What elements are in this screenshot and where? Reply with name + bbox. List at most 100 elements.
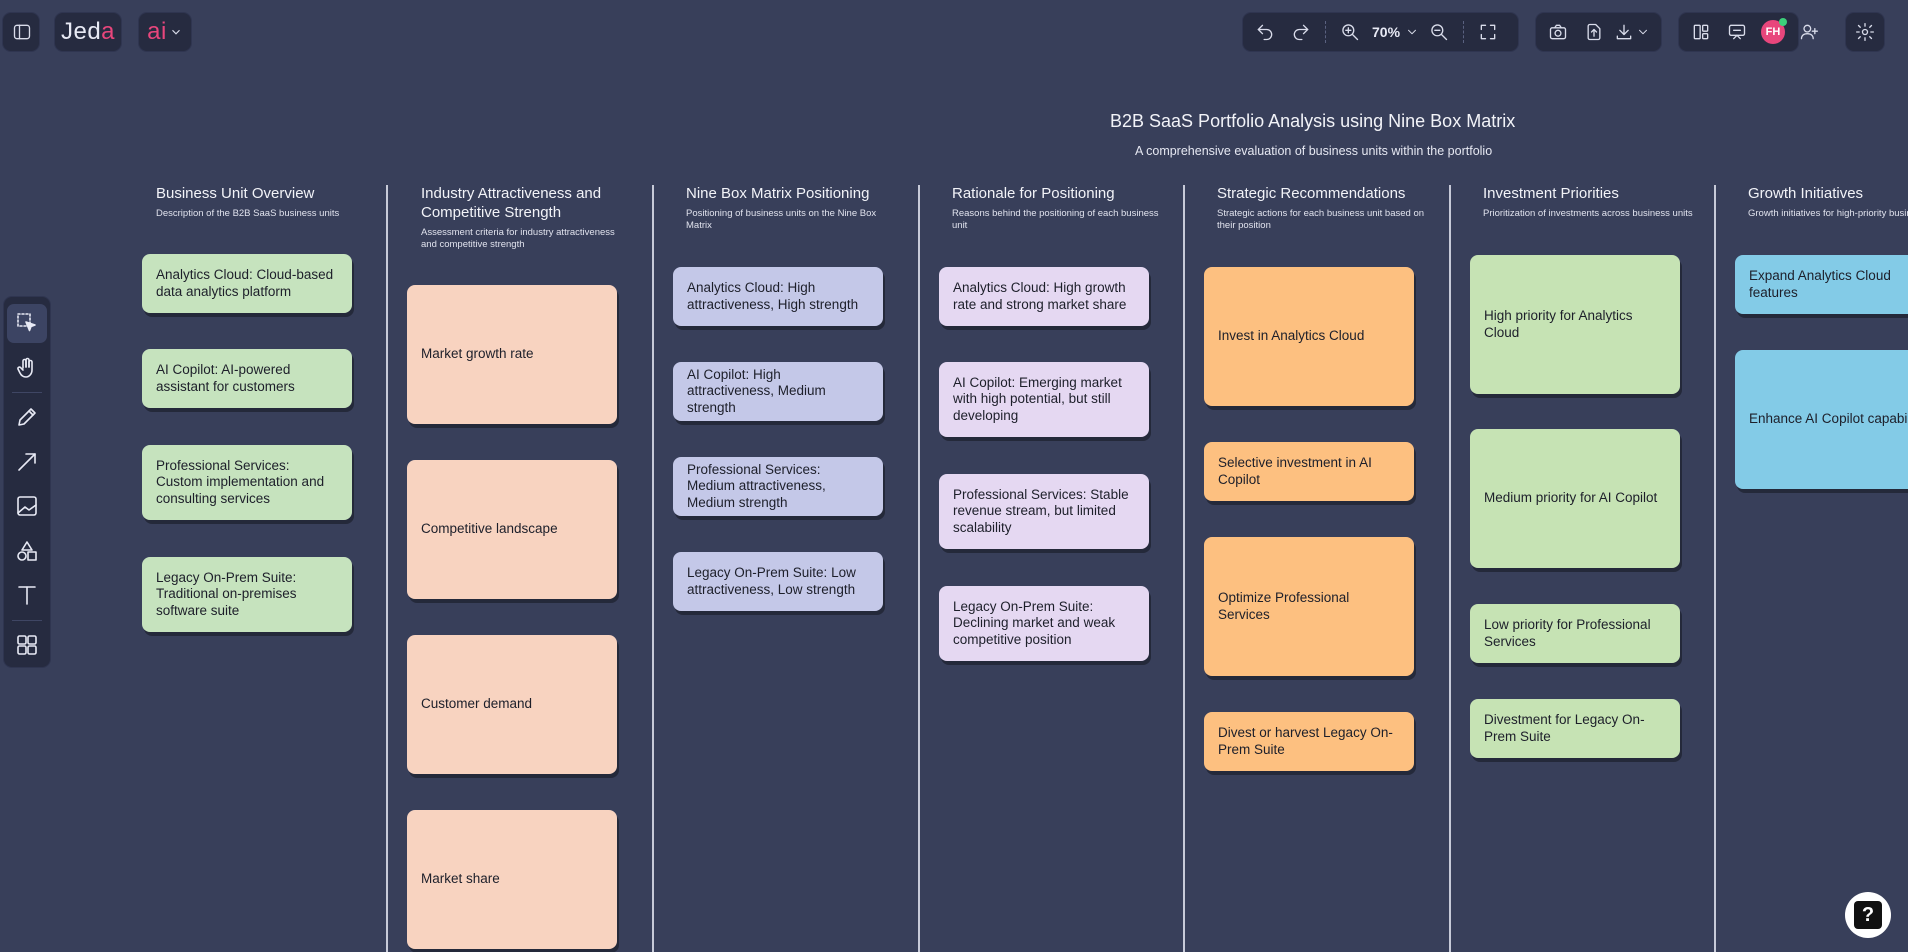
sticky-note[interactable]: Medium priority for AI Copilot: [1470, 429, 1680, 568]
toolbar-divider: [12, 619, 42, 621]
shapes-tool[interactable]: [7, 532, 47, 571]
presentation-icon[interactable]: [1721, 16, 1753, 48]
export-toolbar: [1535, 12, 1662, 52]
sticky-note[interactable]: Professional Services: Custom implementa…: [142, 445, 352, 520]
pencil-icon: [18, 408, 36, 427]
board-title[interactable]: B2B SaaS Portfolio Analysis using Nine B…: [1110, 111, 1516, 131]
column-title: Investment Priorities: [1483, 185, 1619, 202]
help-icon: ?: [1854, 901, 1882, 929]
arrow-tool[interactable]: [7, 443, 47, 482]
collaboration-toolbar: FH: [1678, 12, 1818, 52]
sticky-note[interactable]: Customer demand: [407, 635, 617, 774]
camera-icon[interactable]: [1542, 16, 1574, 48]
add-user-icon[interactable]: [1793, 16, 1825, 48]
sidebar-toggle-icon[interactable]: [6, 16, 38, 48]
column-header-growth-initiatives[interactable]: Growth Initiatives Growth initiatives fo…: [1748, 184, 1908, 220]
toolbar-divider: [1463, 21, 1465, 43]
sticky-note[interactable]: AI Copilot: Emerging market with high po…: [939, 362, 1149, 437]
sticky-note[interactable]: Low priority for Professional Services: [1470, 604, 1680, 663]
column-description: Positioning of business units on the Nin…: [686, 208, 877, 231]
redo-icon[interactable]: [1285, 16, 1317, 48]
text-tool[interactable]: [7, 576, 47, 615]
zoom-out-icon[interactable]: [1423, 16, 1455, 48]
sticky-note[interactable]: Market growth rate: [407, 285, 617, 424]
sticky-note[interactable]: Expand Analytics Cloud features: [1735, 255, 1908, 314]
upload-icon[interactable]: [1578, 16, 1610, 48]
select-tool[interactable]: [7, 304, 47, 343]
sidebar-toggle-group: [2, 12, 40, 52]
sticky-note[interactable]: Selective investment in AI Copilot: [1204, 442, 1414, 501]
ai-menu-button[interactable]: ai: [138, 12, 192, 52]
column-header-business-unit-overview[interactable]: Business Unit Overview Description of th…: [156, 184, 366, 220]
column-description: Reasons behind the positioning of each b…: [952, 208, 1159, 231]
toolbar-divider: [1325, 21, 1326, 43]
sticky-note[interactable]: Invest in Analytics Cloud: [1204, 267, 1414, 406]
board-subtitle[interactable]: A comprehensive evaluation of business u…: [1135, 144, 1493, 158]
column-header-strategic-recommendations[interactable]: Strategic Recommendations Strategic acti…: [1217, 184, 1427, 232]
column-divider: [652, 185, 654, 952]
column-title: Growth Initiatives: [1748, 185, 1864, 202]
column-title: Nine Box Matrix Positioning: [686, 185, 870, 202]
templates-tool[interactable]: [7, 626, 47, 665]
shapes-icon: [17, 540, 37, 561]
zoom-level-dropdown[interactable]: 70%: [1370, 16, 1419, 48]
settings-toolbar: [1845, 12, 1885, 52]
chevron-down-icon: [1408, 29, 1416, 35]
sticky-note[interactable]: Optimize Professional Services: [1204, 537, 1414, 676]
history-zoom-toolbar: 70%: [1242, 12, 1519, 52]
sticky-note[interactable]: AI Copilot: AI-powered assistant for cus…: [142, 349, 352, 408]
download-dropdown[interactable]: [1614, 16, 1650, 48]
column-description: Growth initiatives for high-priority bus…: [1748, 208, 1908, 219]
column-title: Strategic Recommendations: [1217, 185, 1406, 202]
column-header-nine-box-positioning[interactable]: Nine Box Matrix Positioning Positioning …: [686, 184, 896, 232]
settings-icon[interactable]: [1849, 16, 1881, 48]
zoom-level: 70%: [1372, 24, 1401, 40]
drawing-toolbar: [3, 296, 51, 668]
sticky-note[interactable]: AI Copilot: High attractiveness, Medium …: [673, 362, 883, 421]
column-header-industry-attractiveness[interactable]: Industry Attractiveness and Competitive …: [421, 184, 631, 251]
column-description: Description of the B2B SaaS business uni…: [156, 208, 340, 219]
sticky-note[interactable]: Analytics Cloud: Cloud-based data analyt…: [142, 254, 352, 313]
avatar-initials: FH: [1761, 18, 1787, 44]
image-icon: [17, 496, 37, 517]
sticky-note[interactable]: Legacy On-Prem Suite: Declining market a…: [939, 586, 1149, 661]
sticky-note[interactable]: Professional Services: Stable revenue st…: [939, 474, 1149, 549]
arrow-icon: [18, 452, 36, 471]
hand-icon: [17, 357, 33, 378]
sticky-note[interactable]: Divestment for Legacy On-Prem Suite: [1470, 699, 1680, 758]
column-divider: [1714, 185, 1716, 952]
chevron-down-icon: [171, 29, 180, 35]
sticky-note[interactable]: High priority for Analytics Cloud: [1470, 255, 1680, 394]
help-button[interactable]: ?: [1845, 892, 1891, 938]
avatar[interactable]: FH: [1757, 16, 1789, 48]
column-header-investment-priorities[interactable]: Investment Priorities Prioritization of …: [1483, 184, 1693, 220]
logo-accent: a: [101, 18, 116, 45]
hand-tool[interactable]: [7, 349, 47, 388]
column-title: Business Unit Overview: [156, 185, 315, 202]
column-divider: [918, 185, 920, 952]
column-description: Strategic actions for each business unit…: [1217, 208, 1425, 231]
sticky-note[interactable]: Enhance AI Copilot capabilities: [1735, 350, 1908, 489]
toolbar-divider: [12, 392, 42, 393]
download-icon: [1616, 24, 1632, 40]
column-header-rationale[interactable]: Rationale for Positioning Reasons behind…: [952, 184, 1162, 232]
logo-text: Jed: [60, 18, 102, 45]
undo-icon[interactable]: [1249, 16, 1281, 48]
sticky-note[interactable]: Legacy On-Prem Suite: Traditional on-pre…: [142, 557, 352, 632]
chevron-down-icon: [1639, 29, 1647, 35]
logo[interactable]: Jeda: [54, 12, 122, 52]
sticky-note[interactable]: Analytics Cloud: High attractiveness, Hi…: [673, 267, 883, 326]
sticky-note[interactable]: Market share: [407, 810, 617, 949]
sticky-note[interactable]: Legacy On-Prem Suite: Low attractiveness…: [673, 552, 883, 611]
sticky-note[interactable]: Divest or harvest Legacy On-Prem Suite: [1204, 712, 1414, 771]
fit-screen-icon[interactable]: [1472, 16, 1504, 48]
image-tool[interactable]: [7, 487, 47, 526]
pencil-tool[interactable]: [7, 398, 47, 437]
sticky-note[interactable]: Competitive landscape: [407, 460, 617, 599]
column-divider: [1183, 185, 1185, 952]
sticky-note[interactable]: Analytics Cloud: High growth rate and st…: [939, 267, 1149, 326]
layout-icon[interactable]: [1685, 16, 1717, 48]
column-divider: [386, 185, 388, 952]
zoom-in-icon[interactable]: [1334, 16, 1366, 48]
sticky-note[interactable]: Professional Services: Medium attractive…: [673, 457, 883, 516]
